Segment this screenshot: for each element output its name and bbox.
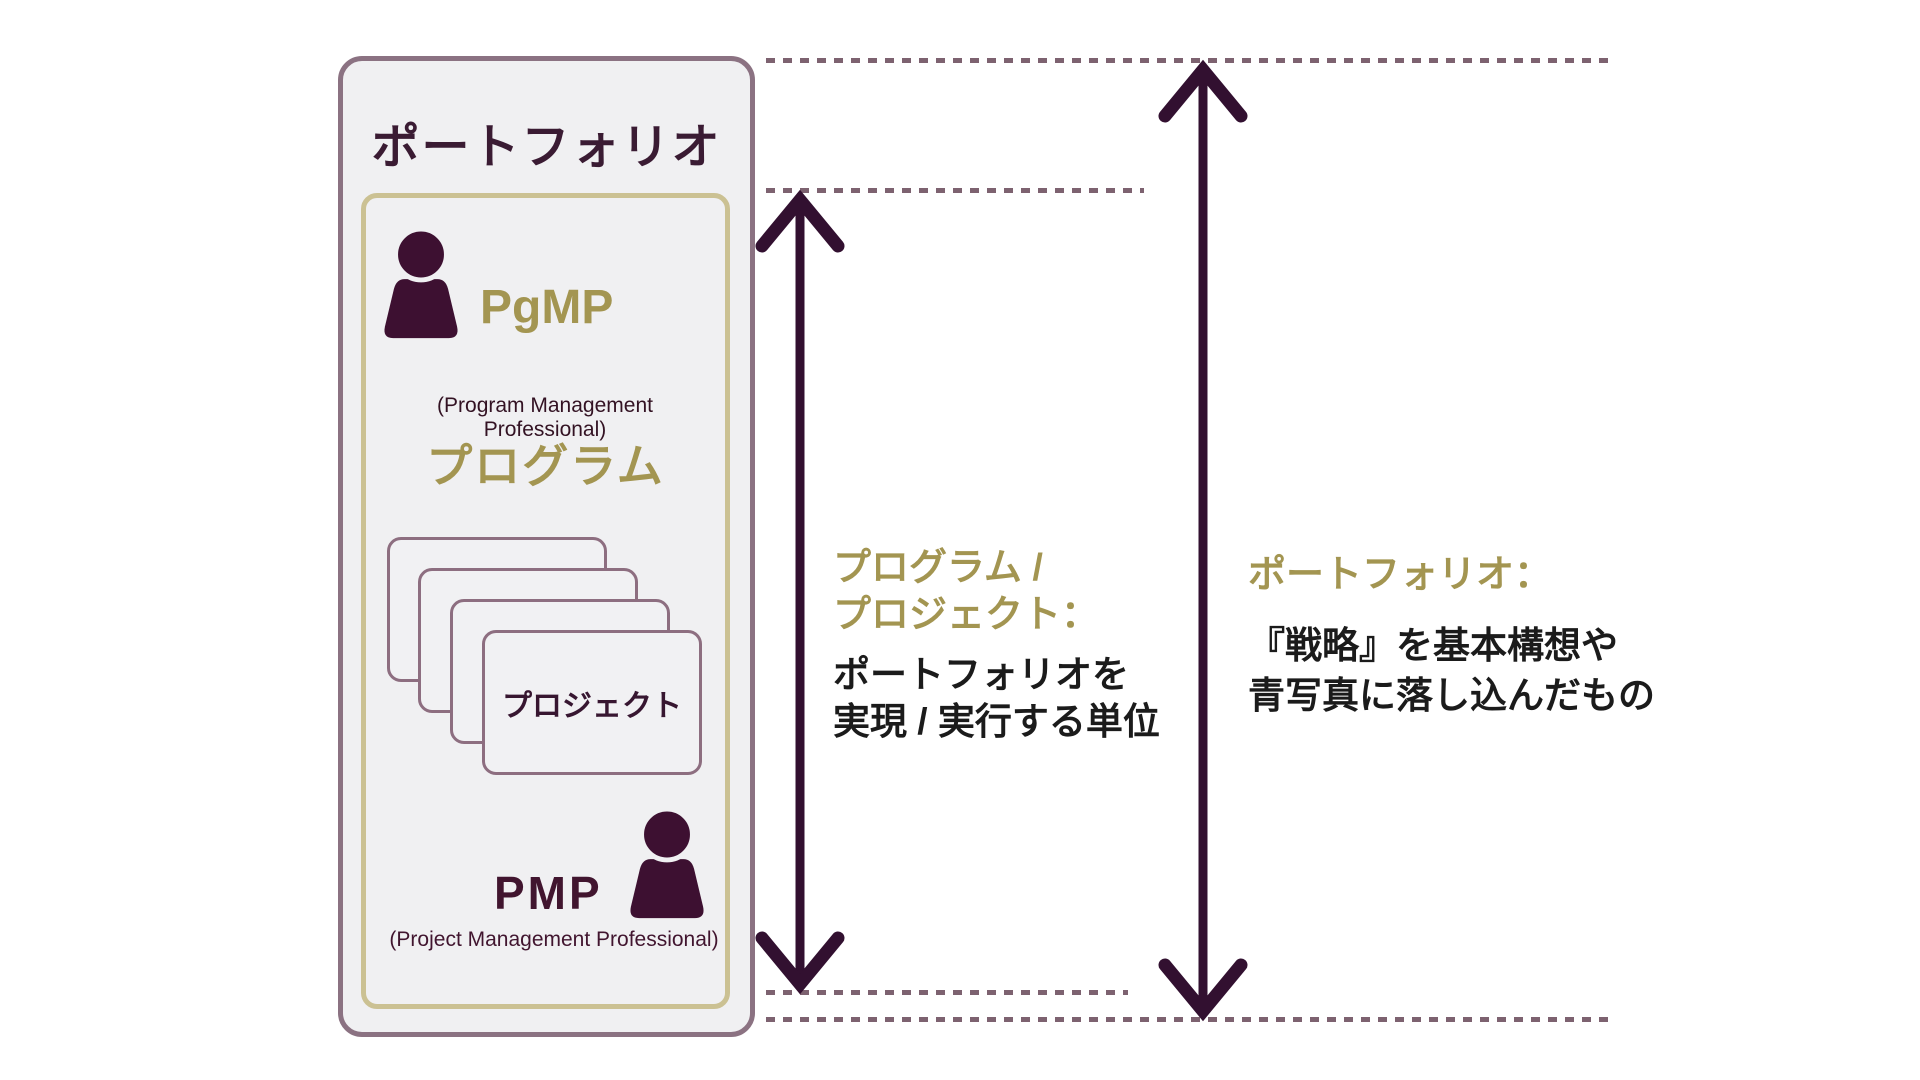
pgmp-subtitle: (Program Management Professional): [437, 394, 653, 441]
portfolio-box: ポートフォリオ PgMP (Program Management Profess…: [338, 56, 755, 1037]
dotted-line-middle: [766, 188, 1144, 193]
project-card-label: プロジェクト: [502, 689, 682, 723]
dotted-line-bottom-outer: [766, 1017, 1615, 1022]
project-stack: プロジェクト: [387, 537, 728, 777]
program-project-heading-line2: プロジェクト：: [833, 594, 1100, 636]
portfolio-annotation: ポートフォリオ： 『戦略』を基本構想や 青写真に落し込んだもの: [1248, 552, 1655, 721]
program-box: PgMP (Program Management Professional) プ…: [361, 193, 730, 1009]
program-span-double-arrow-icon: [755, 190, 845, 995]
project-card-front: プロジェクト: [482, 630, 702, 775]
pmp-group: PMP (Project Management Professional): [384, 808, 724, 958]
program-project-heading-line1: プログラム /: [833, 547, 1043, 589]
pmp-label: PMP: [494, 867, 603, 919]
program-project-annotation: プログラム / プロジェクト： ポートフォリオを 実現 / 実行する単位: [833, 545, 1160, 745]
portfolio-heading: ポートフォリオ：: [1248, 554, 1553, 596]
portfolio-span-double-arrow-icon: [1158, 59, 1248, 1022]
dotted-line-bottom-inner: [766, 990, 1128, 995]
pgmp-label: PgMP: [480, 281, 614, 334]
pmp-person-icon: [626, 808, 708, 920]
program-project-body-line1: ポートフォリオを: [833, 654, 1129, 695]
pgmp-person-icon: [380, 228, 462, 340]
program-project-body-line2: 実現 / 実行する単位: [833, 701, 1160, 742]
portfolio-body-line2: 青写真に落し込んだもの: [1248, 675, 1655, 716]
portfolio-title: ポートフォリオ: [371, 121, 722, 174]
pmp-subtitle: (Project Management Professional): [389, 928, 719, 951]
program-label: プログラム: [426, 440, 665, 492]
portfolio-body-line1: 『戦略』を基本構想や: [1248, 625, 1618, 666]
dotted-line-top: [766, 58, 1615, 63]
pgmp-group: PgMP (Program Management Professional): [380, 228, 710, 441]
